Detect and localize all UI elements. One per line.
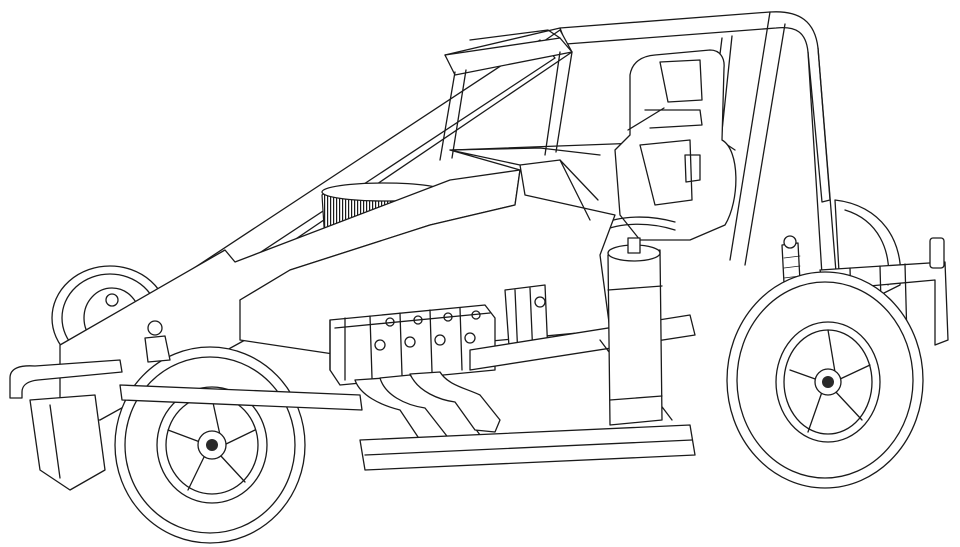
exhaust-headers [354,314,696,471]
rear-near-wheel [726,271,924,489]
front-near-wheel [114,346,306,544]
driver-seat [599,49,737,241]
oil-tank [607,237,663,426]
front-bumper [9,320,363,411]
